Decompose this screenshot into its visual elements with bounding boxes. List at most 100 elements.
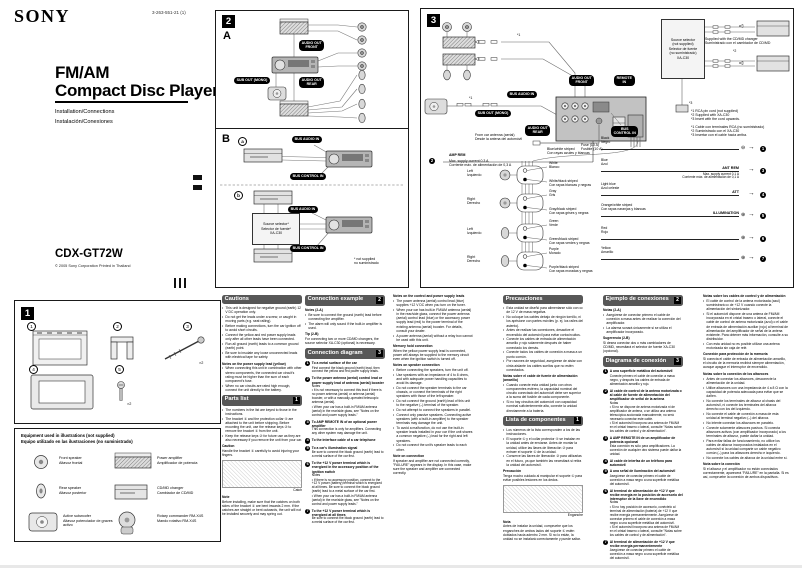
max-current-note: Max. supply current 0.1 A Corriente máx.… (682, 171, 739, 180)
title-line-2: Compact Disc Player (55, 81, 219, 101)
text-column-3: Notes on the control and power supply le… (393, 292, 473, 565)
text-block-b: Do not attempt to connect the speakers i… (393, 408, 473, 412)
numbered-item-text: To a metal surface of the car (311, 360, 357, 365)
numbered-item-text: To the interface cable of a car telephon… (311, 438, 376, 443)
section-number-badge: 3 (376, 349, 383, 357)
antenna-socket (595, 117, 603, 125)
text-block-b: Connect only passive speakers. Connectin… (393, 413, 473, 425)
numbered-item-badge: 1 (603, 369, 609, 375)
power-amplifier-top (279, 18, 309, 35)
equipment-label: Active subwoofer Altavoz potenciador de … (63, 514, 113, 528)
wire-color: Blue Azul (601, 158, 608, 166)
text-block-b: When no car circuits are rated high enou… (222, 384, 302, 392)
speaker-position-label: Left Izquierdo (467, 169, 482, 178)
audio-out-rear-callout: AUDIO OUT REAR (525, 125, 551, 136)
text-block-sub: Notas sobre la conexión de los altavoces (703, 371, 769, 376)
text-block-b: No intente conectar los altavoces en par… (703, 421, 789, 425)
active-subwoofer-illustration (424, 98, 448, 115)
bus-plug (675, 104, 689, 113)
numbered-item-text: A una señal de iluminación del automóvil (609, 468, 676, 473)
arrow-icon: → (748, 144, 755, 151)
equipment-label: Rotary commander RM-X4S Mando rotativo R… (157, 514, 204, 523)
head-unit-illustration (271, 56, 319, 74)
antenna-cord (539, 125, 600, 144)
wire-color: Black Negro (601, 136, 611, 144)
terminal-code: ANT REM (722, 166, 739, 171)
sub-out-mono-callout: SUB OUT (MONO) (475, 110, 511, 117)
lead-number: 4 (760, 191, 766, 198)
numbered-item-badge: 7 (603, 540, 609, 546)
arrow-icon: → (748, 234, 755, 241)
section-number-badge: 2 (376, 296, 383, 304)
power-amplifier-icon (114, 452, 152, 469)
cdmd-changer-2 (253, 248, 293, 263)
text-block-b: Si el automóvil dispone de una antena de… (703, 312, 789, 341)
speaker-minus-wire: White/black striped Con rayas blancas y … (549, 179, 592, 187)
text-block-note: • If there is no accessory position, con… (311, 477, 382, 494)
sub-out-mono-callout: SUB OUT (MONO) (234, 77, 270, 84)
text-block-note: • Si el automóvil incorpora una antena d… (609, 524, 682, 537)
text-block-b: Do not connect the speaker terminals to … (393, 386, 473, 398)
registration-mark (193, 185, 202, 190)
section-2-panel-b: B a b BUS AUDIO IN BUS CONTROL IN BUS AU… (215, 128, 409, 288)
cdmd-changer-top (243, 148, 283, 163)
from-car-antenna-label: From car antenna (aerial) Desde la anten… (475, 133, 523, 142)
text-block-sub: Notes (2-A) (305, 307, 323, 312)
power-wire-row: Red Rojo ⊕ → 6 (601, 226, 771, 247)
numbered-item-text: To the power antenna (aerial) control le… (311, 376, 384, 385)
blue-white-striped-label: Blue/white striped Con rayas azules y bl… (547, 147, 590, 156)
part-5-quantity: ×2 (127, 402, 132, 406)
subtitles: Installation/Connections Instalación/Con… (55, 108, 114, 127)
rca-cords (447, 41, 586, 119)
text-block-b: Cuando conecte esta unidad junto con otr… (503, 383, 583, 400)
audio-out-rear-callout: AUDIO OUT REAR (299, 77, 325, 88)
figure-caption: Catch (293, 488, 302, 493)
connection-example-b-illustration (220, 144, 404, 263)
audio-out-front-callout: AUDIO OUT FRONT (299, 40, 325, 51)
text-block-p: Si conecta el cable de entrada de alimen… (703, 357, 786, 370)
text-block-sub: Notas (2-A) (603, 307, 621, 312)
screw-part (117, 381, 125, 401)
section-2-panel-a: 2 A AUDIO OUT FRONT SUB OUT (MONO) AUDIO… (215, 10, 409, 130)
section-number-badge: 3 (674, 358, 681, 366)
equipment-label: Power amplifier Amplificador de potencia (157, 456, 198, 465)
star1-marker: *1 (517, 33, 521, 37)
speaker-minus-wire: Gray/black striped Con rayas grises y ne… (549, 207, 589, 215)
part-number-5: 5 (115, 365, 124, 374)
text-block-b: Do not connect the unit's speaker leads … (393, 443, 473, 451)
arrow-icon: → (748, 211, 755, 218)
equipment-panel: Equipment used in illustrations (not sup… (14, 428, 221, 542)
text-block-b: El soporte ① y el collar protector ④ se … (503, 437, 583, 454)
text-block-p: Before installing, make sure that the ca… (222, 499, 301, 517)
page-bottom-strip (0, 565, 802, 568)
text-block-sub: Tip (2-B) (305, 332, 319, 337)
star3-marker: *3 (689, 101, 693, 105)
title-line-1: FM/AM (55, 63, 110, 82)
text-block-b: Antes de conectar los altavoces, descone… (703, 377, 789, 385)
text-block-note: This connection is only for amplifiers. … (311, 427, 382, 436)
text-block-b: No conecte los cables de altavoz de la u… (703, 456, 789, 460)
text-block-b: Conserve las llaves de liberación ② para… (503, 454, 583, 466)
power-amplifier-1 (442, 36, 476, 49)
variant-a-label: A (223, 30, 231, 42)
text-block-b: When connecting this unit in combination… (222, 366, 302, 383)
antenna-plug (532, 140, 541, 146)
text-block-p: If speaker and amplifier are not connect… (393, 458, 472, 476)
text-block-sub: Notes on the power supply lead (yellow) (222, 361, 286, 366)
numbered-item-badge: 3 (603, 436, 609, 442)
numbered-item-text: To the +12 V power terminal which is ene… (311, 508, 371, 517)
text-column-4: PrecaucionesEsta unidad se diseñó para a… (503, 292, 583, 565)
wire-line (601, 259, 739, 260)
lead-number: 7 (760, 255, 766, 262)
text-block-note: Conecte primero el cable de conexión a m… (609, 373, 675, 386)
protection-collar-part (30, 374, 94, 410)
